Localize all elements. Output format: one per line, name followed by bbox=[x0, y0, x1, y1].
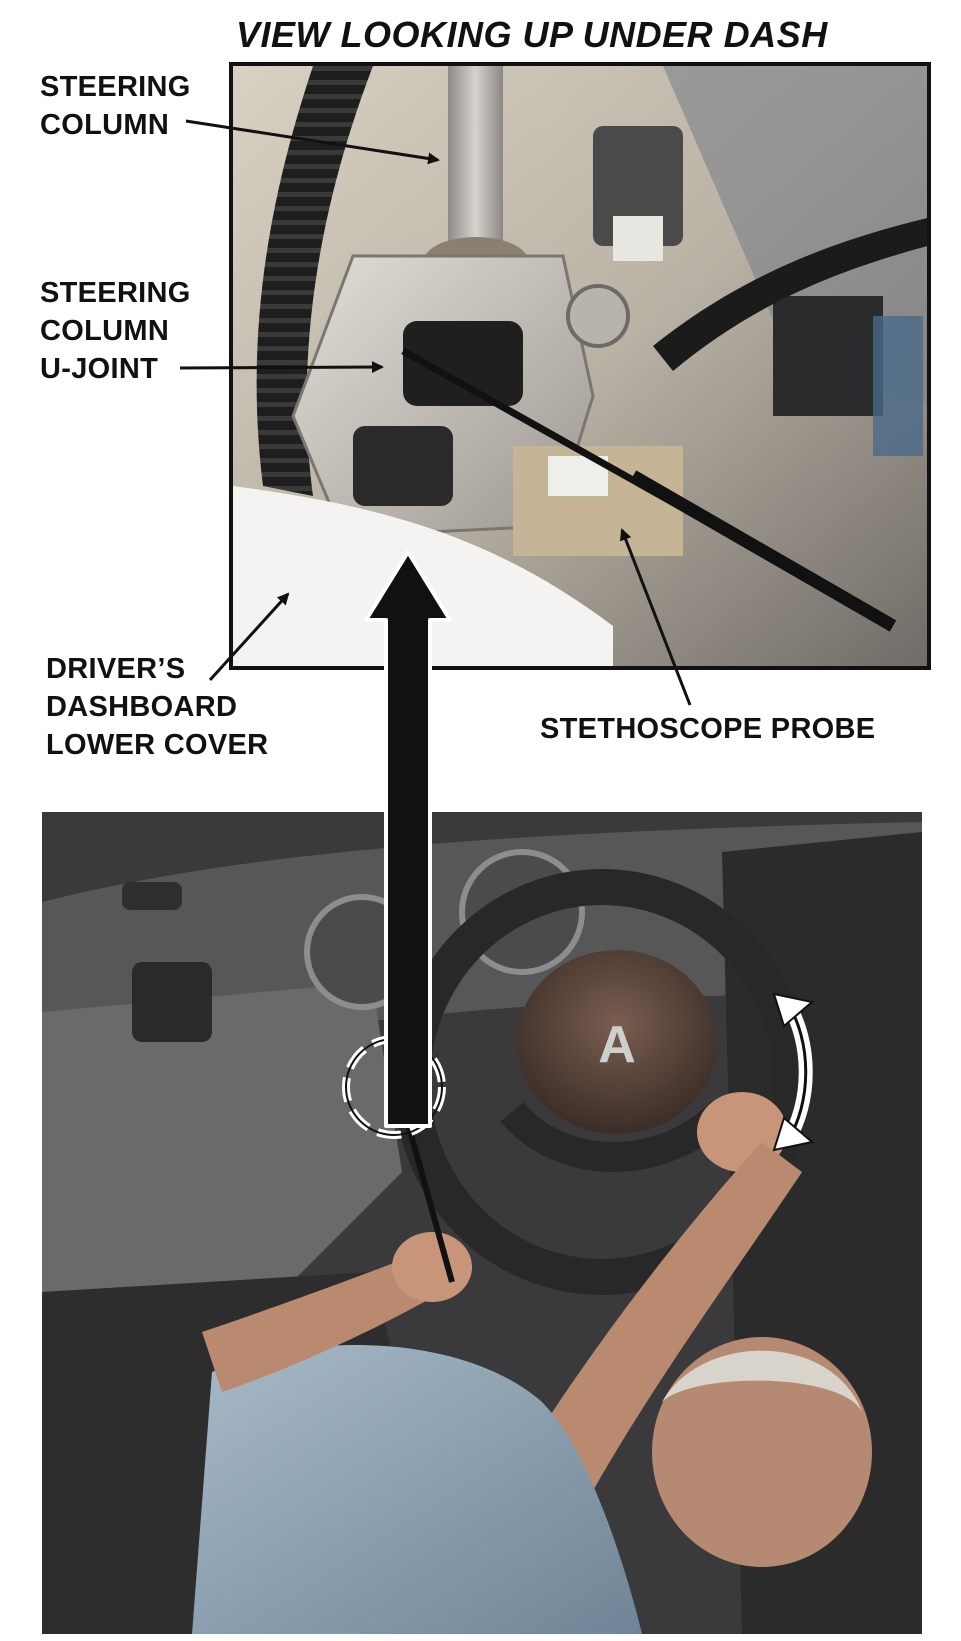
acura-logo: A bbox=[598, 1016, 636, 1074]
label-stethoscope-probe: STETHOSCOPE PROBE bbox=[540, 713, 876, 745]
cabin-illustration: A bbox=[42, 812, 922, 1634]
label-dashboard-lower-cover: DRIVER’S DASHBOARD LOWER COVER bbox=[46, 650, 268, 764]
label-steering-column-line-2: COLUMN bbox=[40, 109, 170, 141]
diagram-title: VIEW LOOKING UP UNDER DASH bbox=[236, 14, 828, 55]
label-ujoint-line-1: STEERING bbox=[40, 277, 191, 309]
label-steering-column: STEERING COLUMN bbox=[40, 68, 191, 144]
label-dashboard-line-3: LOWER COVER bbox=[46, 729, 269, 761]
under-dash-inset-photo bbox=[229, 62, 931, 670]
label-dashboard-line-2: DASHBOARD bbox=[46, 691, 238, 723]
label-ujoint-line-3: U-JOINT bbox=[40, 353, 159, 385]
label-dashboard-line-1: DRIVER’S bbox=[46, 653, 186, 685]
label-steering-column-ujoint: STEERING COLUMN U-JOINT bbox=[40, 274, 191, 388]
label-ujoint-line-2: COLUMN bbox=[40, 315, 170, 347]
under-dash-illustration bbox=[233, 66, 927, 666]
technician-steering-photo: A bbox=[42, 812, 922, 1634]
label-steering-column-line-1: STEERING bbox=[40, 71, 191, 103]
